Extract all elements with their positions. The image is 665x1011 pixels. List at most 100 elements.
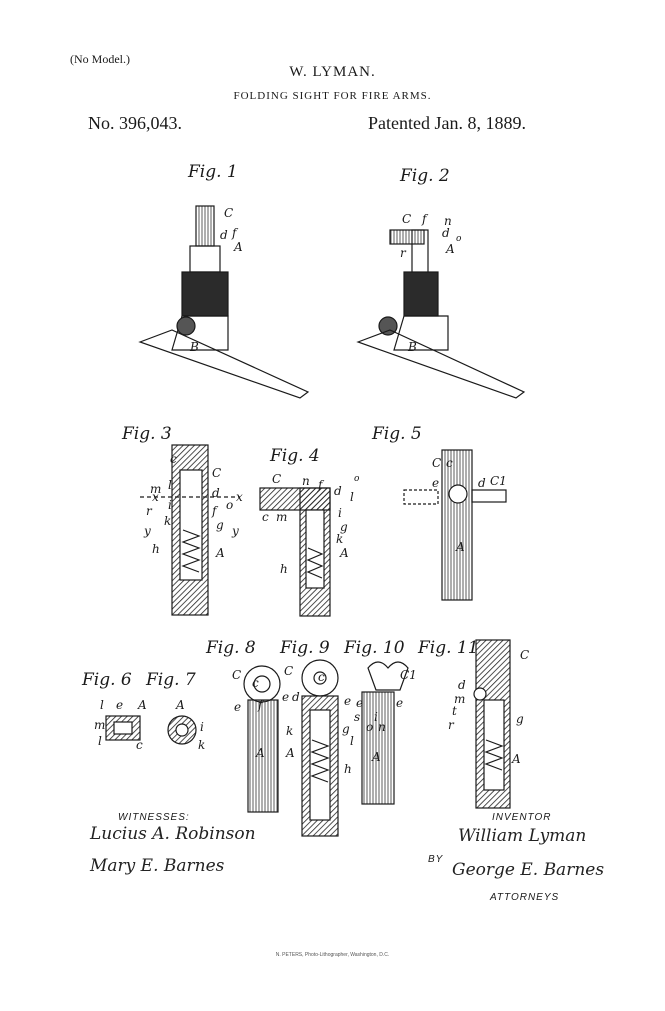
fig-3-label: g bbox=[216, 518, 224, 532]
fig-2-label: C bbox=[402, 212, 412, 226]
by-caption: BY bbox=[428, 854, 444, 865]
fig-9-label: c bbox=[318, 670, 325, 684]
fig-5-title: Fig. 5 bbox=[372, 424, 422, 444]
fig-8-label: c bbox=[252, 676, 259, 690]
fig-6-title: Fig. 6 bbox=[82, 670, 132, 690]
witnesses-caption: WITNESSES: bbox=[118, 812, 190, 823]
fig-1-label: C bbox=[224, 206, 234, 220]
fig-9-label: C bbox=[284, 664, 294, 678]
lithographer-footer: N. PETERS, Photo-Lithographer, Washingto… bbox=[275, 952, 390, 958]
witness-signature-1: Lucius A. Robinson bbox=[90, 824, 256, 844]
fig-2-label: B bbox=[408, 340, 417, 354]
fig-2-title: Fig. 2 bbox=[400, 166, 450, 186]
fig-2-label: f bbox=[422, 212, 427, 226]
fig-2-label: r bbox=[400, 246, 406, 260]
fig-2-label: o bbox=[456, 234, 462, 244]
fig-9-label: l bbox=[350, 734, 354, 748]
fig-11-label: A bbox=[512, 752, 521, 766]
fig-3-title: Fig. 3 bbox=[122, 424, 172, 444]
fig-2-label: d bbox=[442, 226, 450, 240]
fig-11-label: r bbox=[448, 718, 454, 732]
fig-9-label: e bbox=[344, 694, 352, 708]
figure-7-drawing bbox=[167, 715, 197, 745]
fig-4-label: g bbox=[340, 520, 348, 534]
figure-3-drawing bbox=[140, 444, 240, 616]
attorneys-caption: ATTORNEYS bbox=[490, 892, 560, 903]
fig-8-label: f bbox=[258, 698, 263, 712]
fig-1-title: Fig. 1 bbox=[188, 162, 238, 182]
fig-5-label: c bbox=[446, 456, 453, 470]
fig-7-title: Fig. 7 bbox=[146, 670, 196, 690]
fig-4-label: k bbox=[336, 532, 344, 546]
fig-4-label: f bbox=[318, 478, 323, 492]
fig-8-label: e bbox=[234, 700, 242, 714]
fig-11-label: C bbox=[520, 648, 530, 662]
fig-4-label: l bbox=[350, 490, 354, 504]
fig-6-label: l bbox=[98, 734, 102, 748]
fig-5-label: C bbox=[432, 456, 442, 470]
fig-9-title: Fig. 9 bbox=[280, 638, 330, 658]
fig-6-label: m bbox=[94, 718, 106, 732]
fig-4-label: C bbox=[272, 472, 282, 486]
witness-signature-2: Mary E. Barnes bbox=[90, 856, 225, 876]
fig-7-label: i bbox=[200, 720, 204, 734]
fig-3-label: x bbox=[236, 490, 243, 504]
fig-11-title: Fig. 11 bbox=[418, 638, 479, 658]
fig-2-label: A bbox=[446, 242, 455, 256]
fig-3-label: l bbox=[168, 478, 172, 492]
fig-4-label: c bbox=[262, 510, 269, 524]
fig-3-label: f bbox=[212, 504, 217, 518]
fig-6-label: c bbox=[136, 738, 143, 752]
patent-date: Patented Jan. 8, 1889. bbox=[368, 113, 526, 133]
figure-8-drawing bbox=[243, 665, 281, 813]
fig-10-label: i bbox=[374, 710, 378, 724]
fig-3-label: h bbox=[152, 542, 160, 556]
figure-11-drawing bbox=[473, 639, 511, 809]
fig-8-label: C bbox=[232, 668, 242, 682]
fig-10-label: A bbox=[372, 750, 381, 764]
patent-number: No. 396,043. bbox=[88, 113, 182, 133]
fig-8-label: A bbox=[256, 746, 265, 760]
fig-4-label: d bbox=[334, 484, 342, 498]
fig-5-label: C1 bbox=[490, 474, 507, 488]
figure-6-drawing bbox=[105, 715, 141, 741]
patent-title: FOLDING SIGHT FOR FIRE ARMS. bbox=[233, 90, 432, 102]
fig-4-label: h bbox=[280, 562, 288, 576]
fig-3-label: y bbox=[232, 524, 239, 538]
fig-11-label: d bbox=[458, 678, 466, 692]
fig-3-label: y bbox=[144, 524, 151, 538]
fig-11-label: m bbox=[454, 692, 466, 706]
figure-4-drawing bbox=[259, 487, 331, 617]
fig-6-label: l bbox=[100, 698, 104, 712]
attorney-signature: George E. Barnes bbox=[452, 860, 605, 880]
figure-9-drawing bbox=[301, 659, 339, 837]
fig-1-label: B bbox=[190, 340, 199, 354]
fig-10-label: s bbox=[354, 710, 361, 724]
fig-4-label: A bbox=[340, 546, 349, 560]
inventor-name: W. LYMAN. bbox=[289, 64, 376, 80]
fig-4-title: Fig. 4 bbox=[270, 446, 320, 466]
fig-3-label: x bbox=[152, 490, 159, 504]
fig-4-label: o bbox=[354, 474, 360, 484]
fig-10-title: Fig. 10 bbox=[344, 638, 405, 658]
fig-3-label: k bbox=[164, 514, 172, 528]
fig-2-label: n bbox=[444, 214, 452, 228]
fig-9-label: e bbox=[282, 690, 290, 704]
fig-7-label: A bbox=[176, 698, 185, 712]
fig-1-label: d bbox=[220, 228, 228, 242]
figure-10-drawing bbox=[361, 661, 409, 805]
fig-3-label: d bbox=[212, 486, 220, 500]
fig-6-label: A bbox=[138, 698, 147, 712]
fig-10-label: e bbox=[396, 696, 404, 710]
fig-1-label: A bbox=[234, 240, 243, 254]
inventor-caption: INVENTOR bbox=[492, 812, 552, 823]
fig-10-label: C1 bbox=[400, 668, 417, 682]
fig-3-label: m bbox=[150, 482, 162, 496]
fig-10-label: o bbox=[366, 720, 374, 734]
fig-8-title: Fig. 8 bbox=[206, 638, 256, 658]
figure-1-drawing bbox=[138, 205, 310, 399]
fig-4-label: n bbox=[302, 474, 310, 488]
figure-2-drawing bbox=[356, 229, 526, 399]
fig-10-label: n bbox=[378, 720, 386, 734]
